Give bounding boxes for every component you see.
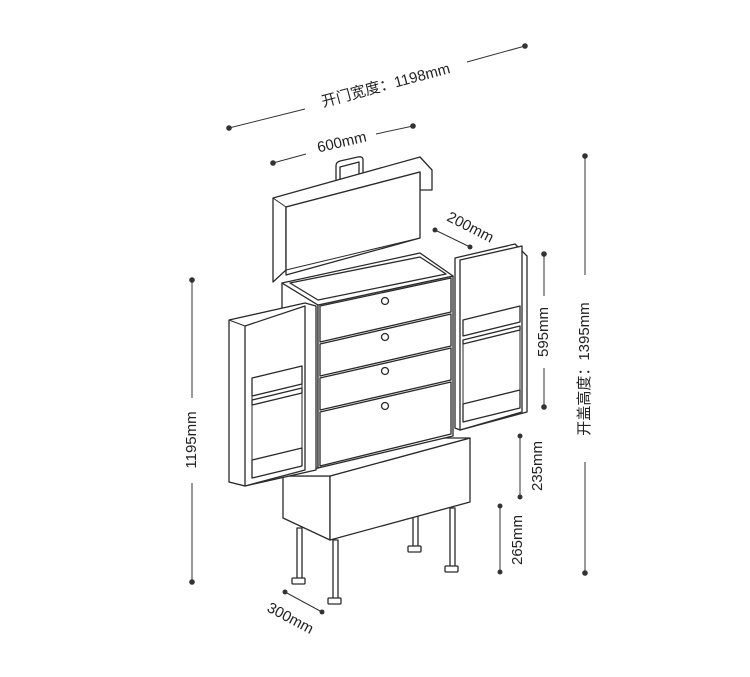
- leg-height-label: 265mm: [509, 515, 526, 565]
- cabinet-illustration: [228, 156, 528, 605]
- width-label: 600mm: [316, 129, 369, 157]
- lower-drawer-box: [282, 437, 471, 541]
- open-door-width-label: 开门宽度：1198mm: [320, 60, 452, 111]
- lower-box-height-dimension: 235mm: [517, 433, 546, 500]
- body-height-label: 1195mm: [183, 411, 200, 468]
- lower-box-height-label: 235mm: [529, 441, 546, 491]
- open-lid-height-dimension: 开盖高度：1395mm: [576, 153, 593, 576]
- door-height-dimension: 595mm: [535, 251, 552, 410]
- open-door-width-dimension: 开门宽度：1198mm: [226, 43, 528, 131]
- cabinet-legs: [291, 507, 459, 605]
- open-lid-height-label: 开盖高度：1395mm: [576, 302, 593, 435]
- depth-top-label: 200mm: [444, 209, 496, 247]
- left-door: [228, 302, 317, 487]
- right-door: [454, 243, 528, 431]
- body-height-dimension: 1195mm: [183, 277, 200, 585]
- width-dimension: 600mm: [270, 123, 416, 166]
- drawer-fronts: [319, 277, 452, 467]
- leg-height-dimension: 265mm: [497, 503, 526, 575]
- depth-bottom-dimension: 300mm: [264, 589, 325, 638]
- door-height-label: 595mm: [535, 307, 552, 357]
- open-lid: [272, 156, 433, 283]
- depth-top-dimension: 200mm: [432, 209, 496, 250]
